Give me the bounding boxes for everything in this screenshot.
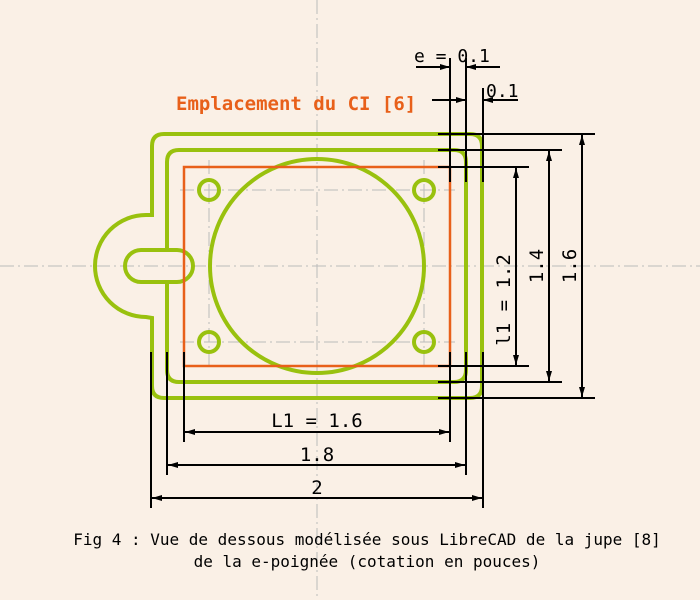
fixing-slot bbox=[123, 248, 195, 284]
height-outer-label: 1.6 bbox=[559, 249, 581, 283]
figure-caption-line2: de la e-poignée (cotation en pouces) bbox=[194, 552, 541, 571]
mounting-hole bbox=[197, 330, 221, 354]
dimensions bbox=[150, 58, 595, 508]
width-outer-label: 2 bbox=[311, 477, 322, 499]
width-inner-label: L1 = 1.6 bbox=[271, 410, 363, 432]
middle-contour bbox=[165, 148, 468, 384]
mounting-hole bbox=[197, 178, 221, 202]
height-inner-label: l1 = 1.2 bbox=[493, 254, 515, 346]
offset-dimension-label: 0.1 bbox=[486, 81, 519, 102]
height-middle-label: 1.4 bbox=[526, 249, 548, 283]
width-middle-label: 1.8 bbox=[300, 444, 334, 466]
mounting-hole bbox=[412, 330, 436, 354]
e-dimension-label: e = 0.1 bbox=[414, 46, 490, 67]
central-circle bbox=[208, 157, 426, 375]
pcb-outline bbox=[182, 165, 452, 368]
pcb-location-label: Emplacement du CI [6] bbox=[176, 93, 416, 115]
figure-caption-line1: Fig 4 : Vue de dessous modélisée sous Li… bbox=[73, 530, 661, 549]
mounting-hole bbox=[412, 178, 436, 202]
